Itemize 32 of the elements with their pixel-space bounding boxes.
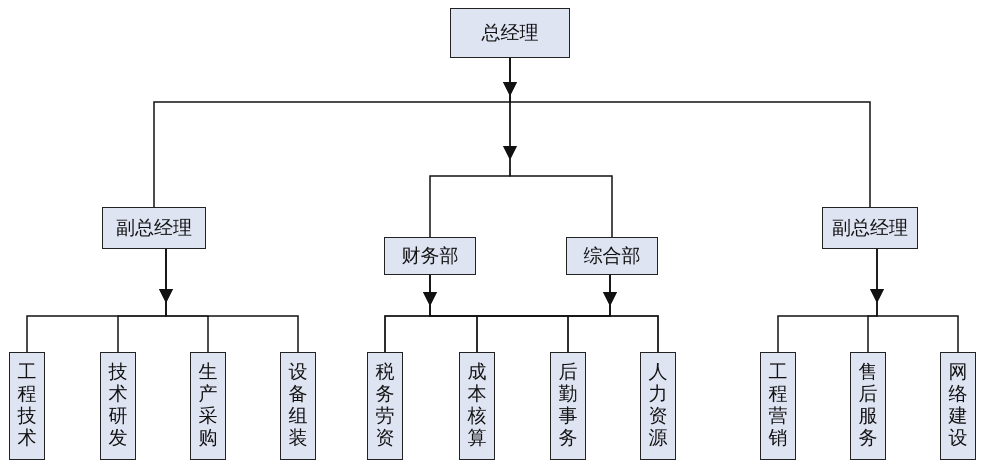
node-label: 工程营销 [768,362,788,450]
department-box [367,352,403,460]
node-label: 副总经理 [116,216,192,241]
node-label: 工程技术 [18,362,36,450]
department-box [850,352,886,460]
node-label: 网络建设 [948,362,968,450]
position-box [566,237,658,275]
department-box [940,352,976,460]
node-label: 设备组装 [288,362,308,450]
position-box [822,207,918,249]
department-box [640,352,676,460]
department-box [9,352,45,460]
department-box [100,352,136,460]
position-box [384,237,476,275]
node-label: 人力资源 [648,362,668,450]
department-box [459,352,495,460]
node-label: 售后服务 [858,362,878,450]
node-label: 后勤事务 [558,362,578,450]
department-box [760,352,796,460]
department-box [190,352,226,460]
node-label: 生产采购 [198,362,218,450]
node-label: 技术研发 [108,362,128,450]
node-label: 财务部 [402,244,458,269]
department-box [280,352,316,460]
node-label: 副总经理 [832,216,908,241]
node-label: 税务劳资 [376,362,394,450]
department-box [550,352,586,460]
position-box [450,8,570,58]
node-label: 综合部 [584,244,640,269]
node-label: 总经理 [482,21,538,46]
node-label: 成本核算 [468,362,486,450]
position-box [102,207,206,249]
